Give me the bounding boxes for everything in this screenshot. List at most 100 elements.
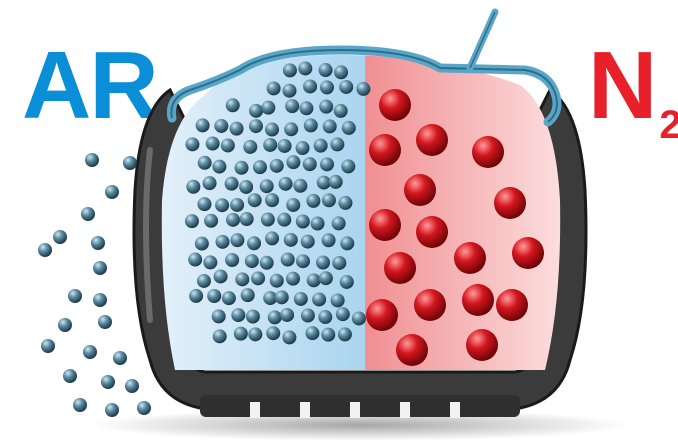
argon-particle <box>286 155 300 169</box>
argon-particle <box>301 309 315 323</box>
argon-particle <box>247 236 261 250</box>
escaping-argon-particle <box>93 261 107 275</box>
argon-particle <box>306 194 320 208</box>
argon-particle <box>330 137 344 151</box>
argon-particle <box>186 180 200 194</box>
escaping-argon-particle <box>91 236 105 250</box>
argon-particle <box>188 253 202 267</box>
argon-particle <box>226 213 240 227</box>
argon-particle <box>340 275 354 289</box>
argon-particle <box>342 121 356 135</box>
argon-particle <box>203 176 217 190</box>
argon-particle <box>278 139 292 153</box>
argon-particle <box>225 177 239 191</box>
escaping-argon-particle <box>85 153 99 167</box>
argon-particle <box>321 328 335 342</box>
argon-particle <box>261 101 275 115</box>
argon-particle <box>277 213 291 227</box>
nitrogen-particle <box>496 289 528 321</box>
argon-particle <box>212 160 226 174</box>
argon-particle <box>286 198 300 212</box>
escaping-argon-particle <box>137 401 151 415</box>
argon-particle <box>285 99 299 113</box>
escaping-argon-particle <box>101 375 115 389</box>
argon-particle <box>301 235 315 249</box>
argon-particle <box>319 271 333 285</box>
argon-particle <box>189 289 203 303</box>
argon-particle <box>195 237 209 251</box>
argon-particle <box>275 290 289 304</box>
argon-particle <box>260 179 274 193</box>
argon-particle <box>239 180 253 194</box>
argon-particle <box>340 236 354 250</box>
escaping-argon-particle <box>41 339 55 353</box>
argon-particle <box>284 122 298 136</box>
argon-particle <box>311 217 325 231</box>
escaping-argon-particle <box>125 379 139 393</box>
argon-particle <box>249 119 263 133</box>
argon-particle <box>319 63 333 77</box>
argon-particle <box>286 272 300 286</box>
nitrogen-particle <box>404 174 436 206</box>
argon-particle <box>320 157 334 171</box>
argon-particle <box>320 80 334 94</box>
argon-particle <box>267 81 281 95</box>
argon-particle <box>203 255 217 269</box>
argon-particle <box>319 100 333 114</box>
nitrogen-particle <box>384 252 416 284</box>
nitrogen-particle <box>414 289 446 321</box>
argon-particle <box>197 197 211 211</box>
argon-particle <box>204 214 218 228</box>
argon-particle <box>231 308 245 322</box>
nitrogen-particle <box>366 299 398 331</box>
argon-particle <box>338 196 352 210</box>
escaping-argon-particle <box>83 345 97 359</box>
argon-particle <box>334 65 348 79</box>
argon-particle <box>243 140 257 154</box>
argon-particle <box>216 235 230 249</box>
argon-particle <box>323 119 337 133</box>
argon-particle <box>222 291 236 305</box>
argon-particle <box>305 326 319 340</box>
argon-particle <box>334 104 348 118</box>
argon-particle <box>207 289 221 303</box>
argon-particle <box>221 138 235 152</box>
argon-particle <box>296 141 310 155</box>
argon-particle <box>230 198 244 212</box>
argon-particle <box>240 212 254 226</box>
nitrogen-particle <box>494 187 526 219</box>
argon-particle <box>225 253 239 267</box>
argon-particle <box>338 327 352 341</box>
argon-particle <box>214 119 228 133</box>
escaping-argon-particle <box>98 315 112 329</box>
argon-particle <box>265 193 279 207</box>
escaping-argon-particle <box>105 185 119 199</box>
argon-particle <box>293 179 307 193</box>
argon-particle <box>296 214 310 228</box>
argon-particle <box>248 193 262 207</box>
argon-particle <box>283 63 297 77</box>
argon-particle <box>266 326 280 340</box>
argon-particle <box>298 61 312 75</box>
argon-particle <box>241 288 255 302</box>
argon-particle <box>282 330 296 344</box>
argon-particle <box>332 256 346 270</box>
argon-particle <box>248 327 262 341</box>
argon-particle <box>212 309 226 323</box>
argon-particle <box>215 198 229 212</box>
argon-particle <box>197 274 211 288</box>
argon-particle <box>268 310 282 324</box>
argon-particle <box>270 274 284 288</box>
argon-particle <box>198 156 212 170</box>
argon-particle <box>332 216 346 230</box>
argon-particle <box>316 255 330 269</box>
argon-particle <box>249 104 263 118</box>
argon-particle <box>282 84 296 98</box>
argon-particle <box>196 118 210 132</box>
nitrogen-particle <box>416 124 448 156</box>
argon-particle <box>303 157 317 171</box>
argon-particle <box>317 176 331 190</box>
escaping-argon-particle <box>63 369 77 383</box>
nitrogen-particle <box>369 134 401 166</box>
